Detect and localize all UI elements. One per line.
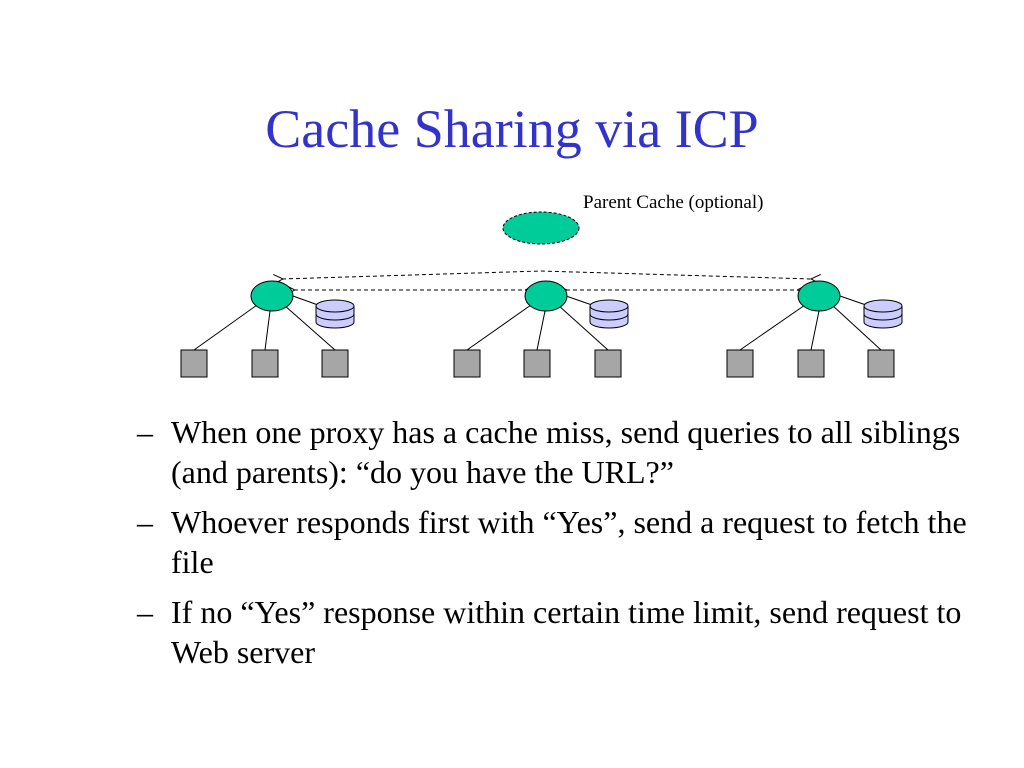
client-node (321, 349, 349, 378)
proxy-group-3 (726, 280, 903, 378)
bullet-list: – When one proxy has a cache miss, send … (137, 412, 1007, 682)
sibling-link-outer (282, 270, 812, 279)
icp-diagram: Parent Cache (optional) (180, 192, 903, 378)
bullet-item: – When one proxy has a cache miss, send … (137, 412, 1007, 492)
client-node (797, 349, 825, 378)
disk-cylinder-icon (589, 299, 629, 329)
client-node (453, 349, 481, 378)
client-node (523, 349, 551, 378)
client-node (726, 349, 754, 378)
disk-cylinder-icon (863, 299, 903, 329)
bullet-text: When one proxy has a cache miss, send qu… (171, 414, 961, 490)
proxy-cache-node (250, 280, 294, 312)
client-node (180, 349, 208, 378)
client-node (251, 349, 279, 378)
client-node (594, 349, 622, 378)
bullet-text: Whoever responds first with “Yes”, send … (171, 504, 967, 580)
bullet-text: If no “Yes” response within certain time… (171, 594, 962, 670)
proxy-cache-node (797, 280, 841, 312)
bullet-dash: – (137, 414, 153, 450)
bullet-dash: – (137, 504, 153, 540)
client-node (867, 349, 895, 378)
disk-cylinder-icon (315, 299, 355, 329)
slide-title: Cache Sharing via ICP (265, 99, 759, 159)
proxy-group-1 (180, 280, 355, 378)
proxy-cache-node (524, 280, 568, 312)
parent-cache-label: Parent Cache (optional) (583, 192, 763, 213)
bullet-dash: – (137, 594, 153, 630)
bullet-item: – If no “Yes” response within certain ti… (137, 592, 1007, 672)
bullet-item: – Whoever responds first with “Yes”, sen… (137, 502, 1007, 582)
proxy-group-2 (453, 280, 629, 378)
parent-cache-node (502, 211, 580, 245)
